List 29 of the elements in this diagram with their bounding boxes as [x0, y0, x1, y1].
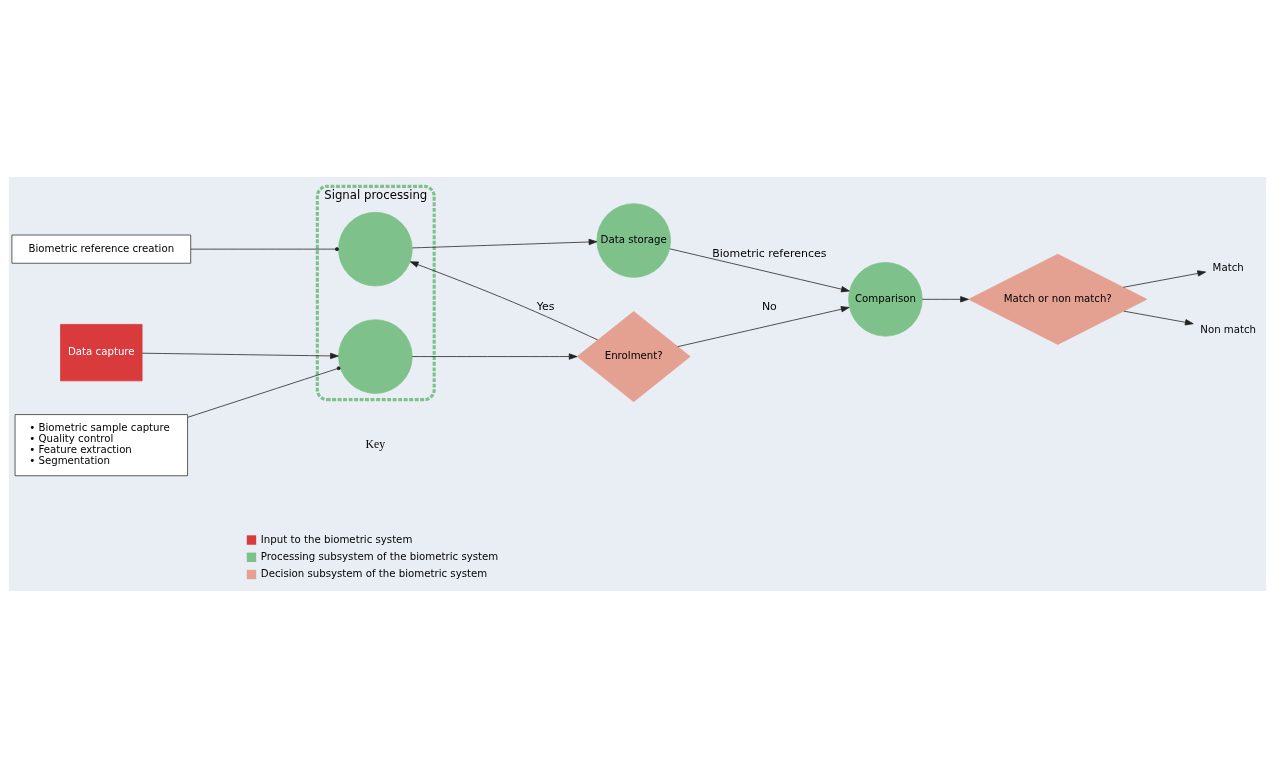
label: Key	[365, 437, 386, 451]
arrow	[1123, 310, 1194, 325]
node-text: Match	[1212, 261, 1244, 273]
node-circle: Comparison	[848, 261, 923, 337]
legend-label: Processing subsystem of the biometric system	[260, 550, 499, 562]
connector	[190, 246, 339, 251]
arrow	[141, 352, 339, 359]
edge-label: Biometric references	[712, 246, 827, 260]
arrow	[922, 295, 969, 302]
edge-label: No	[761, 299, 777, 313]
arrow	[669, 247, 850, 292]
arrow	[677, 305, 850, 347]
node-circle: Data storage	[596, 202, 671, 278]
connector	[187, 365, 341, 418]
arrow	[409, 260, 599, 340]
node-text: Non match	[1200, 323, 1257, 335]
node-box: Data capture	[60, 323, 143, 381]
arrow	[412, 238, 598, 248]
arrow	[412, 352, 578, 360]
node-box: Biometric reference creation	[11, 234, 192, 264]
cluster: Signal processing	[315, 184, 436, 401]
node-circle	[338, 211, 413, 286]
node-diamond: Match or non match?	[968, 253, 1148, 345]
arrow	[1122, 269, 1207, 288]
legend-label: Input to the biometric system	[260, 533, 413, 545]
edge-label: Yes	[536, 299, 555, 313]
legend-label: Decision subsystem of the biometric system	[260, 567, 488, 579]
node-box: • Biometric sample capture • Quality control • Feature extraction • Segmentation	[14, 413, 188, 476]
node-diamond: Enrolment?	[576, 310, 691, 402]
